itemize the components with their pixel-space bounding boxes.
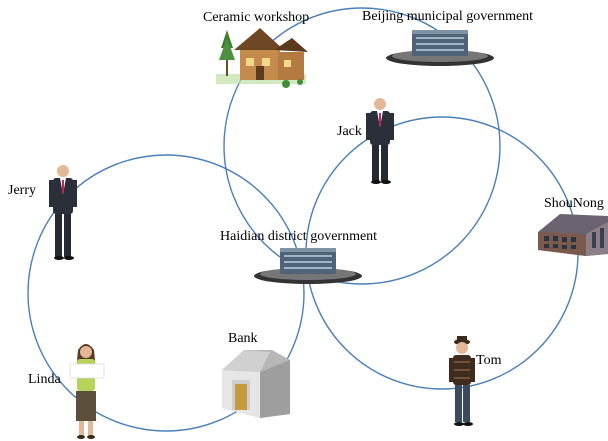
jerry-person-icon bbox=[49, 165, 77, 260]
haidian-government-label: Haidian district government bbox=[220, 229, 378, 244]
shounong-office-building-icon bbox=[538, 214, 608, 256]
jack-label: Jack bbox=[337, 124, 362, 139]
ceramic-workshop-label: Ceramic workshop bbox=[203, 10, 310, 25]
shounong-label: ShouNong bbox=[544, 196, 604, 211]
left-circle bbox=[27, 154, 305, 432]
ceramic-workshop-house-icon bbox=[216, 28, 308, 88]
beijing-government-label: Beijing municipal government bbox=[362, 9, 534, 24]
linda-label: Linda bbox=[28, 372, 61, 387]
upper-circle bbox=[223, 7, 501, 285]
tom-label: Tom bbox=[476, 353, 502, 368]
right-circle bbox=[305, 116, 579, 390]
bank-building-icon bbox=[222, 350, 290, 418]
linda-person-icon bbox=[69, 344, 105, 439]
bank-label: Bank bbox=[228, 331, 258, 346]
haidian-government-building-icon bbox=[254, 248, 362, 284]
tom-person-icon bbox=[449, 336, 475, 426]
jerry-label: Jerry bbox=[8, 183, 36, 198]
beijing-government-building-icon bbox=[386, 30, 494, 66]
jack-person-icon bbox=[366, 98, 394, 184]
